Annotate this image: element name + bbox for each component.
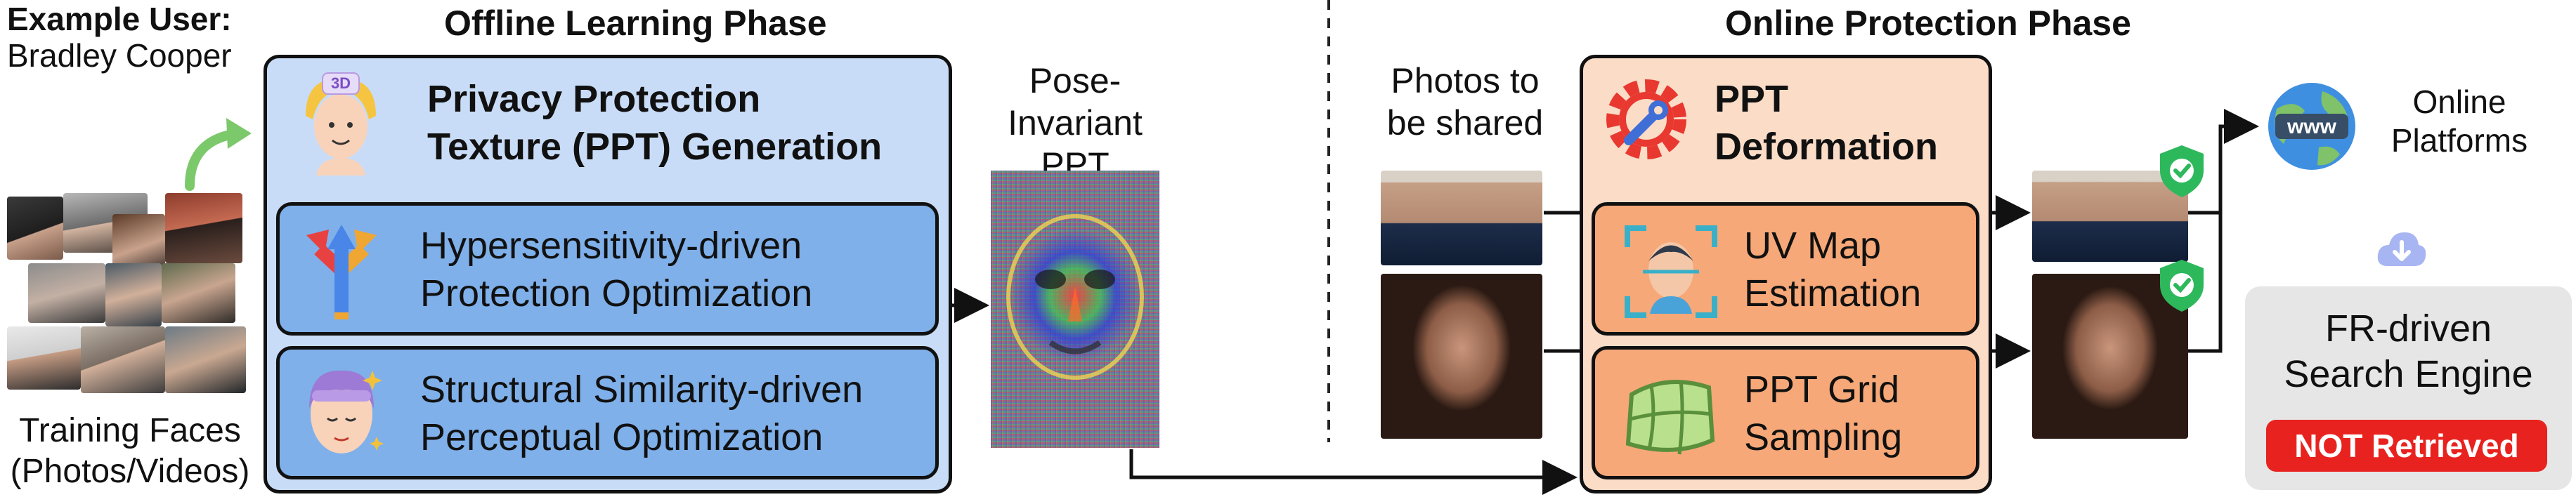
ppt-generation-title: Privacy Protection Texture (PPT) Generat… xyxy=(427,76,882,171)
arrow-to-platforms xyxy=(2188,109,2259,215)
hypersensitivity-text: Hypersensitivity-driven Protection Optim… xyxy=(420,223,812,317)
not-retrieved-badge: NOT Retrieved xyxy=(2266,420,2547,472)
training-face-photo xyxy=(81,326,165,393)
online-platforms-line1: Online xyxy=(2412,84,2506,120)
uv-map-estimation-box: UV Map Estimation xyxy=(1592,202,1979,336)
online-phase-title: Online Protection Phase xyxy=(1725,4,2131,43)
split-arrows-icon xyxy=(306,225,377,319)
green-curved-arrow-icon xyxy=(185,118,252,191)
shield-check-icon xyxy=(2160,260,2204,312)
training-faces-label: Training Faces (Photos/Videos) xyxy=(0,411,260,491)
cloud-download-icon xyxy=(2377,232,2426,266)
globe-www-icon: www xyxy=(2263,77,2361,175)
ppt-generation-line2: Texture (PPT) Generation xyxy=(427,125,883,168)
shared-photo-1 xyxy=(1381,171,1542,265)
training-face-photo xyxy=(162,263,235,323)
uv-map-line2: Estimation xyxy=(1744,272,1922,314)
structural-similarity-text: Structural Similarity-driven Perceptual … xyxy=(420,366,863,461)
hypersensitivity-line1: Hypersensitivity-driven xyxy=(420,225,802,267)
search-engine-label: FR-driven Search Engine xyxy=(2245,306,2572,397)
online-platforms-label: Online Platforms xyxy=(2375,83,2544,160)
shared-photo-2 xyxy=(1381,274,1542,439)
grid-map-icon xyxy=(1625,380,1715,455)
training-face-photo xyxy=(7,197,63,260)
ppt-deformation-line2: Deformation xyxy=(1715,125,1939,168)
example-user-name: Bradley Cooper xyxy=(7,37,232,74)
protected-photo-2 xyxy=(2032,274,2188,439)
ppt-deformation-line1: PPT xyxy=(1715,78,1789,120)
ppt-grid-text: PPT Grid Sampling xyxy=(1744,366,1902,461)
ppt-generation-line1: Privacy Protection xyxy=(427,78,761,120)
ppt-grid-line2: Sampling xyxy=(1744,416,1903,458)
ppt-grid-sampling-box: PPT Grid Sampling xyxy=(1592,346,1979,479)
structural-similarity-line1: Structural Similarity-driven xyxy=(420,369,864,411)
ppt-texture-image xyxy=(991,171,1159,448)
3d-badge-text: 3D xyxy=(330,74,351,92)
photos-to-share-label: Photos to be shared xyxy=(1360,60,1570,144)
arrow-ppt-to-online xyxy=(1129,449,1578,495)
photos-to-share-line1: Photos to xyxy=(1391,61,1540,100)
www-text: www xyxy=(2286,115,2336,138)
3d-face-icon: 3D xyxy=(299,70,383,175)
protected-photo-1 xyxy=(2032,171,2188,262)
photos-to-share-line2: be shared xyxy=(1386,103,1544,143)
uv-map-line1: UV Map xyxy=(1744,225,1882,267)
ppt-deformation-title: PPT Deformation xyxy=(1715,76,1938,171)
face-scan-icon xyxy=(1625,225,1717,318)
phase-divider xyxy=(1327,0,1330,442)
uv-map-text: UV Map Estimation xyxy=(1744,223,1921,317)
training-face-photo xyxy=(28,263,105,323)
pose-invariant-line1: Pose-Invariant xyxy=(1008,61,1143,143)
ppt-grid-line1: PPT Grid xyxy=(1744,369,1900,411)
training-faces-line2: (Photos/Videos) xyxy=(10,452,250,490)
training-faces-collage xyxy=(7,193,249,393)
offline-phase-title: Offline Learning Phase xyxy=(444,4,827,43)
training-face-photo xyxy=(165,326,246,393)
training-face-photo xyxy=(105,263,162,326)
fr-search-engine-panel: FR-driven Search Engine NOT Retrieved xyxy=(2245,286,2572,490)
arrow-photo2-to-bus xyxy=(2188,211,2223,353)
hypersensitivity-line2: Protection Optimization xyxy=(420,272,813,314)
structural-similarity-line2: Perceptual Optimization xyxy=(420,416,824,458)
beauty-face-icon xyxy=(309,370,384,453)
search-engine-line2: Search Engine xyxy=(2284,352,2533,395)
search-engine-line1: FR-driven xyxy=(2324,307,2492,350)
training-faces-line1: Training Faces xyxy=(19,412,241,449)
example-user-heading: Example User: xyxy=(7,1,232,37)
hypersensitivity-optimization-box: Hypersensitivity-driven Protection Optim… xyxy=(276,202,939,336)
training-face-photo xyxy=(7,326,81,390)
online-platforms-line2: Platforms xyxy=(2390,122,2528,159)
structural-similarity-optimization-box: Structural Similarity-driven Perceptual … xyxy=(276,346,939,479)
gear-wrench-icon xyxy=(1606,79,1686,159)
shield-check-icon xyxy=(2160,145,2204,197)
training-face-photo xyxy=(165,193,242,263)
